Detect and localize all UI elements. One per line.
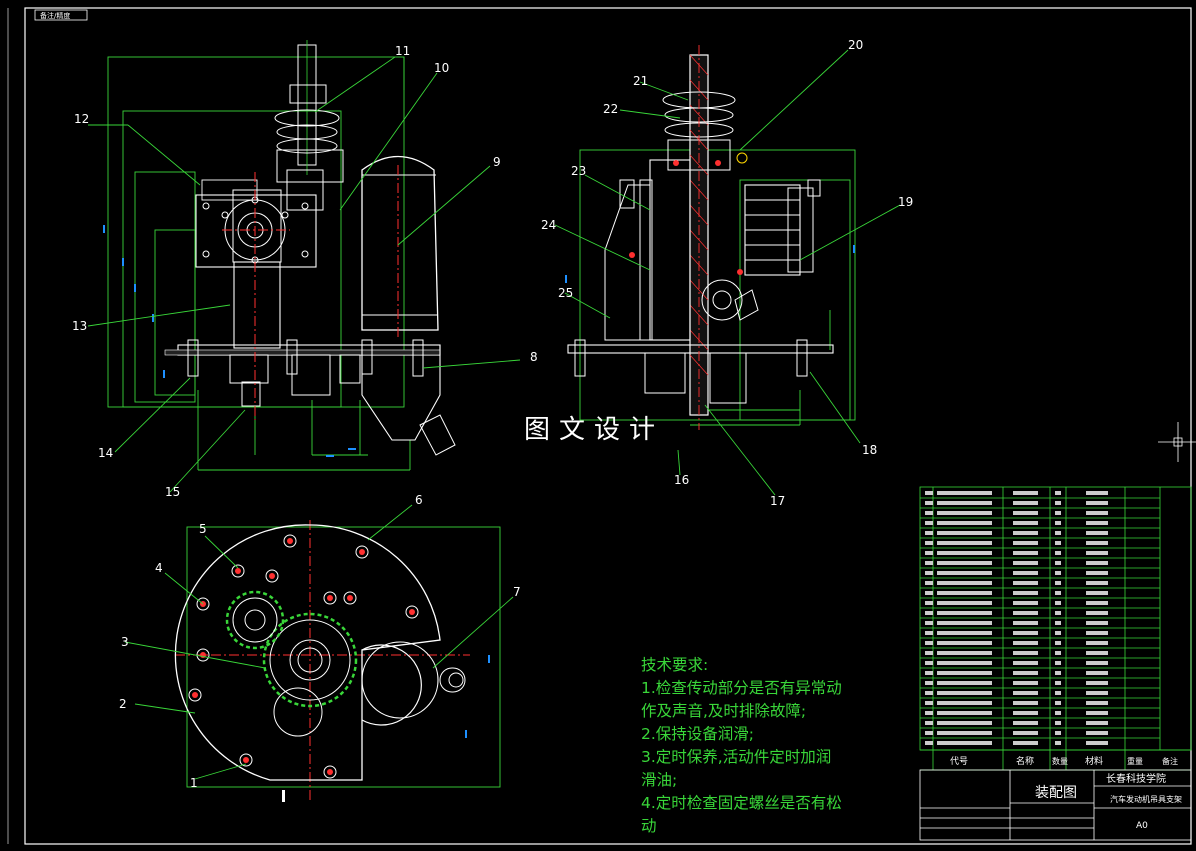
drawing-frame — [24, 7, 1192, 845]
side-view — [565, 45, 856, 430]
front-view — [103, 40, 456, 471]
part-label-25: 25 — [558, 286, 573, 300]
tech-requirement-line: 4.定时检查固定螺丝是否有松 — [641, 794, 842, 812]
part-label-11: 11 — [395, 44, 410, 58]
part-label-8: 8 — [530, 350, 538, 364]
tech-requirement-line: 滑油; — [641, 771, 678, 789]
col-header-material: 材料 — [1085, 755, 1103, 767]
tech-requirement-line: 1.检查传动部分是否有异常动 — [641, 679, 842, 697]
part-label-4: 4 — [155, 561, 163, 575]
part-label-1: 1 — [190, 776, 198, 790]
part-label-3: 3 — [121, 635, 129, 649]
tech-requirement-line: 动 — [641, 817, 657, 835]
part-label-22: 22 — [603, 102, 618, 116]
parts-list — [919, 486, 1192, 771]
part-label-16: 16 — [674, 473, 689, 487]
col-header-remark: 备注 — [1162, 756, 1178, 766]
tech-requirement-line: 2.保持设备润滑; — [641, 725, 755, 743]
part-label-21: 21 — [633, 74, 648, 88]
tech-requirements: 技术要求: 1.检查传动部分是否有异常动 作及声音,及时排除故障; 2.保持设备… — [641, 654, 881, 838]
header-tag-box — [34, 9, 88, 21]
part-label-2: 2 — [119, 697, 127, 711]
col-header-name: 名称 — [1016, 755, 1034, 767]
part-label-6: 6 — [415, 493, 423, 507]
part-label-23: 23 — [571, 164, 586, 178]
part-label-17: 17 — [770, 494, 785, 508]
part-labels: 1 2 3 4 5 6 7 8 9 10 11 12 13 14 15 16 1… — [72, 38, 913, 790]
part-label-18: 18 — [862, 443, 877, 457]
crosshair-box — [1173, 437, 1183, 447]
sheet-size: A0 — [1136, 821, 1148, 831]
part-label-15: 15 — [165, 485, 180, 499]
part-label-12: 12 — [74, 112, 89, 126]
part-label-19: 19 — [898, 195, 913, 209]
top-view — [174, 520, 501, 802]
part-label-13: 13 — [72, 319, 87, 333]
parts-list-redacted-text — [925, 491, 1108, 745]
part-label-9: 9 — [493, 155, 501, 169]
part-label-7: 7 — [513, 585, 521, 599]
leader-lines — [87, 49, 901, 780]
tech-requirement-line: 作及声音,及时排除故障; — [641, 702, 807, 720]
part-label-24: 24 — [541, 218, 556, 232]
product-name: 汽车发动机吊具支架 — [1110, 794, 1182, 804]
tech-requirement-line: 3.定时保养,活动件定时加润 — [641, 748, 832, 766]
tech-requirements-title: 技术要求: — [641, 656, 709, 674]
part-label-10: 10 — [434, 61, 449, 75]
col-header-code: 代号 — [950, 756, 968, 767]
drawing-name: 装配图 — [1035, 785, 1077, 801]
col-header-mass: 重量 — [1127, 756, 1143, 766]
school-name: 长春科技学院 — [1106, 772, 1166, 785]
col-header-qty: 数量 — [1052, 756, 1068, 766]
watermark: 图文设计 — [524, 415, 665, 445]
part-label-14: 14 — [98, 446, 113, 460]
header-tag: 备注/精度 — [40, 11, 70, 20]
part-label-5: 5 — [199, 522, 207, 536]
part-label-20: 20 — [848, 38, 863, 52]
title-block — [919, 769, 1192, 841]
